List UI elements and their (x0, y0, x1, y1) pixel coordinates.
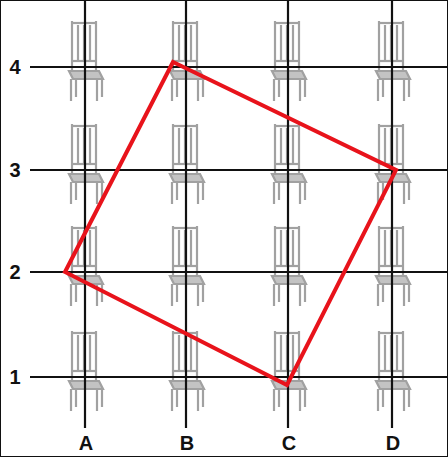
chairs (69, 21, 410, 411)
column-label: A (78, 433, 94, 453)
row-label: 3 (8, 160, 21, 180)
row-label: 1 (8, 367, 21, 387)
column-label: B (179, 433, 195, 453)
column-label: C (281, 433, 297, 453)
grid-lines (30, 0, 448, 428)
column-label: D (385, 433, 401, 453)
row-label: 2 (8, 262, 21, 282)
row-label: 4 (8, 57, 21, 77)
red-square (65, 62, 396, 385)
